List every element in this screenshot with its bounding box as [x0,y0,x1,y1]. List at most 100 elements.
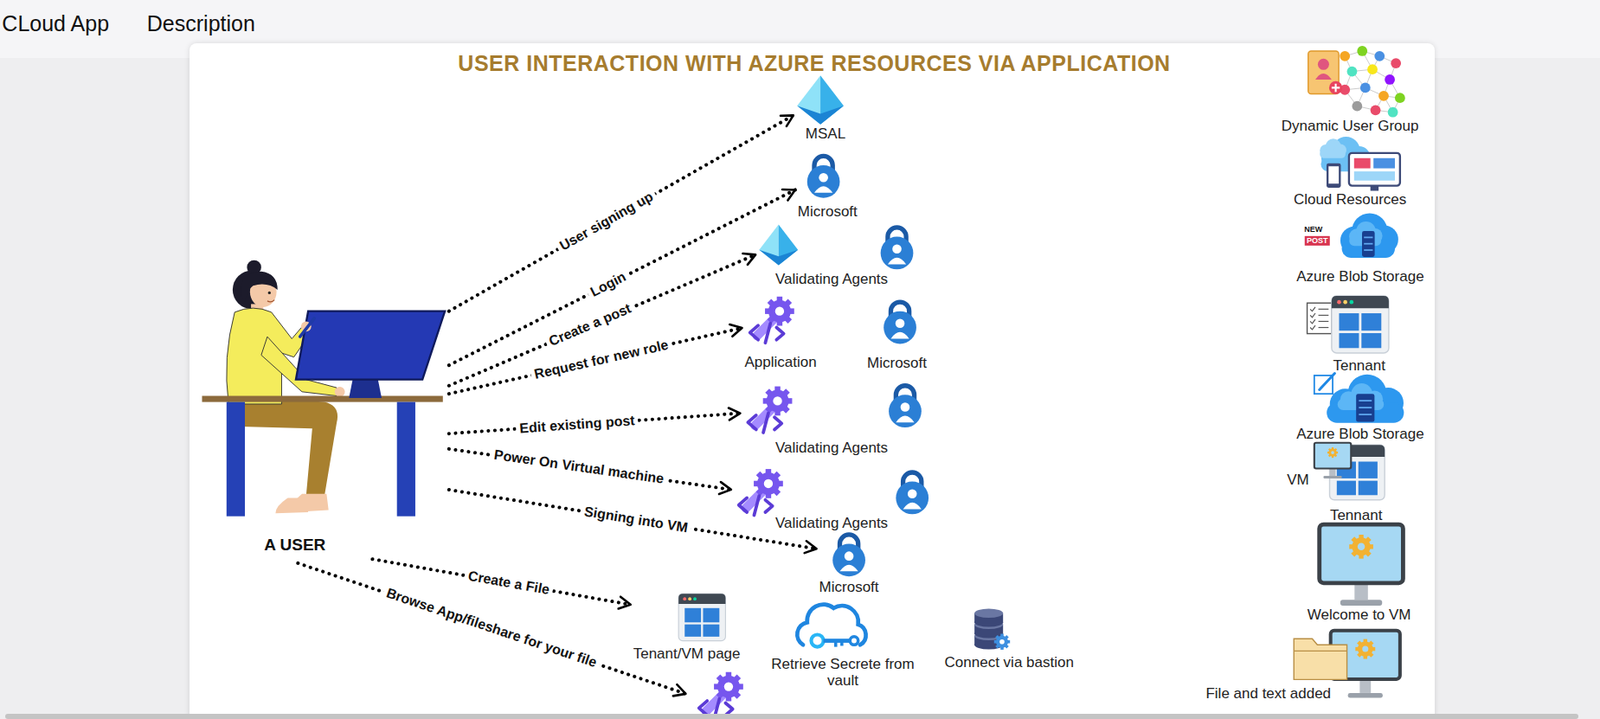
desk-top [201,396,443,403]
monitor-base [1348,693,1383,699]
gear-symbol [764,296,795,327]
nav-link: Description [147,11,256,37]
key-vault-icon [796,604,866,648]
phone-screen [1328,166,1339,184]
tenant-window-icon [678,593,726,641]
server-slot [1363,243,1373,245]
person-head [818,173,829,183]
window-tile [1336,481,1356,496]
window-dot [1336,300,1342,305]
icon-node: Connect via bastion [942,604,1077,674]
check-line [1318,314,1330,316]
key-tooth [834,641,838,648]
azure-ad-icon [758,224,798,265]
key-bow [810,634,823,647]
icon-caption: File and text added [1205,685,1331,703]
identity-lock-icon [832,534,866,577]
icon-node: Validating Agents [739,379,930,459]
gear-body [717,675,740,699]
window-dot [1349,300,1355,305]
check-line [1318,321,1330,322]
gear-body [1351,537,1370,556]
icon-caption: Tennant [1332,358,1386,376]
device-screen [1349,153,1401,187]
dotted-arrow [449,327,743,394]
app-code-icon [750,296,795,343]
tenant-window-icon [1330,444,1386,501]
window-tile [1338,333,1359,348]
network-member [1360,83,1371,94]
node-label: Retrieve Secrete from vault [763,655,924,690]
icon-caption: Tennant [1330,507,1383,525]
person-head [844,551,855,561]
window-tile [1338,313,1359,331]
screen-tile [1354,158,1371,169]
network-member [1367,64,1378,75]
disk-top [974,608,1003,618]
code-bracket [774,417,782,430]
person-shoulders [887,257,907,265]
disk-bottom [974,617,1003,628]
window-frame [1330,444,1386,501]
gear-body [1328,448,1337,457]
cloud-resources-icon [1319,136,1401,191]
gear-body [1357,641,1374,657]
app-code-icon [747,386,792,433]
gear-symbol [1355,639,1376,660]
gear-hole [775,306,784,315]
node-label: A USER [263,535,326,555]
blob-storage-icon [1340,212,1399,258]
gear-body [768,300,791,323]
monitor-screen [1319,524,1404,584]
pyramid-face [796,105,844,125]
icon-caption: VM [1286,472,1310,490]
code-slash [764,323,771,343]
person-head [895,319,906,329]
gear-body [766,389,790,412]
identity-lock-icon [888,385,922,428]
icon-caption: Welcome to VM [1307,606,1412,624]
check-mark [1310,325,1316,330]
icon-caption: Cloud Resources [1293,191,1407,209]
window-tile [702,608,720,624]
folder-back [1293,638,1347,680]
network-member [1378,90,1389,102]
node-label: Microsoft [867,354,927,373]
gear-hole [724,681,733,691]
server-box [1362,231,1376,258]
cloud-outline [796,604,866,646]
window-frame [1331,295,1389,354]
window-dot [693,597,697,601]
avatar-body [1315,73,1332,80]
edit-badge-icon [1314,373,1336,395]
monitor-stand [1359,679,1371,694]
code-bracket [738,497,747,513]
key-tooth [840,641,844,647]
icon-node: Validating Agents [755,221,922,290]
server-box [1355,393,1375,422]
mouth [267,300,275,303]
identity-lock-icon [880,227,914,270]
window-bar [678,593,726,605]
eye [268,291,271,295]
node-label: Tenant/VM page [633,645,741,663]
gear-hole [999,639,1005,645]
cloud-shape [1326,374,1404,424]
user-figure [201,260,445,517]
server-slot [1358,413,1372,416]
network-member [1390,57,1401,69]
check-line [1318,327,1330,328]
app-code-icon [738,469,784,515]
trousers [231,396,338,497]
checklist-sheet [1307,302,1332,334]
lock-body [880,237,914,270]
window-tile [684,624,701,637]
tenant-window-icon [1331,295,1389,354]
identity-lock-icon [883,302,917,344]
dotted-arrow [449,489,817,549]
network-member [1339,51,1350,62]
icon-node: Tenant/VM page [630,591,744,665]
window-dot [1342,300,1348,305]
lock-body [832,544,866,578]
user-figure-node: A USER [201,255,449,560]
